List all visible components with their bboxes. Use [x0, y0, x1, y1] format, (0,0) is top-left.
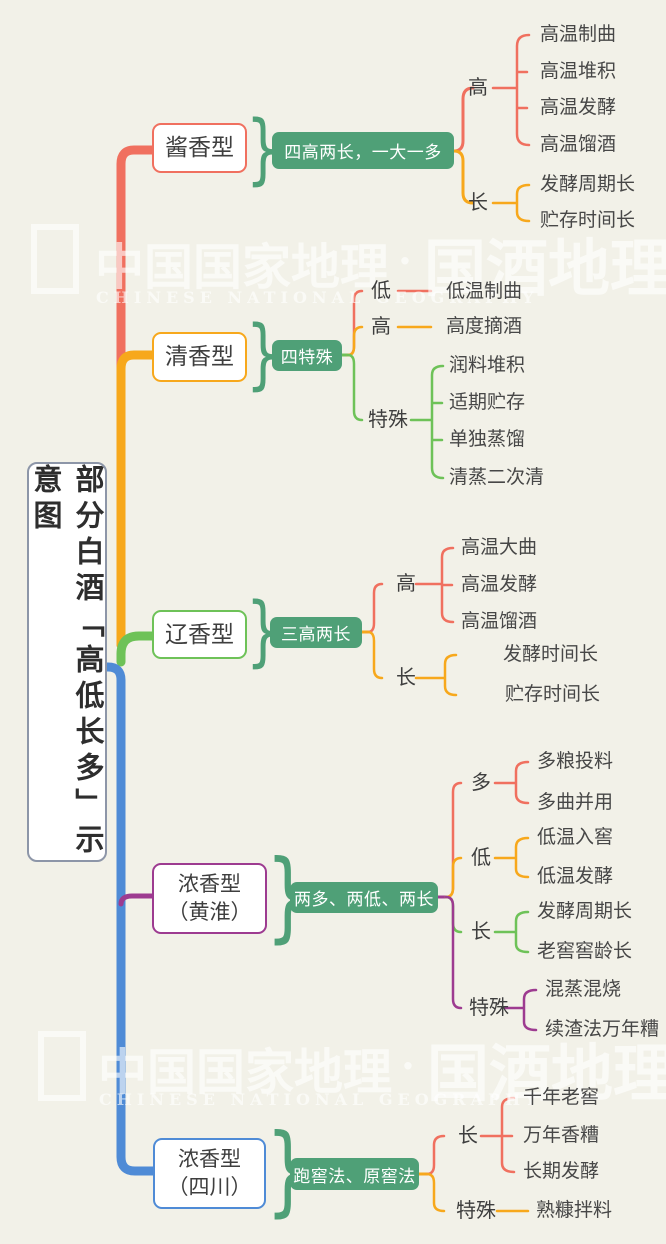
node-nongxiang-huanghuai[interactable]: 浓香型 （黄淮）: [152, 863, 267, 934]
leaf-node[interactable]: 高温发酵: [461, 574, 538, 595]
leaf-node[interactable]: 长期发酵: [523, 1161, 600, 1182]
leaf-node[interactable]: 高温堆积: [540, 61, 617, 82]
summary-liaoxiang[interactable]: 三高两长: [270, 617, 362, 648]
leaf-node[interactable]: 低温入窖: [537, 827, 614, 848]
group-label[interactable]: 多: [471, 772, 491, 794]
leaf-node[interactable]: 多粮投料: [537, 751, 614, 772]
leaf-node[interactable]: 贮存时间长: [505, 684, 601, 705]
node-label: 酱香型: [165, 134, 234, 161]
node-label: （黄淮）: [167, 900, 252, 924]
group-label[interactable]: 长: [396, 667, 416, 689]
leaf-node[interactable]: 低温发酵: [537, 866, 614, 887]
node-jiangxiang[interactable]: 酱香型: [152, 123, 247, 173]
group-label[interactable]: 特殊: [456, 1200, 496, 1222]
leaf-node[interactable]: 高度摘酒: [446, 316, 523, 337]
leaf-node[interactable]: 高温制曲: [540, 24, 617, 45]
leaf-node[interactable]: 发酵周期长: [537, 901, 633, 922]
group-label[interactable]: 特殊: [368, 409, 408, 431]
group-label[interactable]: 长: [468, 192, 488, 214]
leaf-node[interactable]: 润料堆积: [449, 355, 526, 376]
leaf-node[interactable]: 多曲并用: [537, 792, 614, 813]
leaf-node[interactable]: 高温发酵: [540, 97, 617, 118]
root-node[interactable]: 部分白酒「高低长多」示意图: [27, 462, 107, 862]
node-liaoxiang[interactable]: 辽香型: [152, 610, 247, 659]
summary-qingxiang[interactable]: 四特殊: [272, 340, 342, 371]
group-label[interactable]: 低: [371, 280, 391, 302]
leaf-node[interactable]: 发酵时间长: [503, 644, 599, 665]
leaf-node[interactable]: 高温馏酒: [540, 134, 617, 155]
leaf-node[interactable]: 清蒸二次清: [449, 467, 545, 488]
node-label: 辽香型: [165, 620, 234, 647]
leaf-node[interactable]: 混蒸混烧: [545, 979, 622, 1000]
group-label[interactable]: 低: [471, 847, 491, 869]
leaf-node[interactable]: 高温大曲: [461, 537, 538, 558]
group-label[interactable]: 特殊: [469, 997, 509, 1019]
leaf-node[interactable]: 发酵周期长: [540, 174, 636, 195]
group-label[interactable]: 高: [468, 77, 488, 99]
leaf-node[interactable]: 万年香糟: [523, 1125, 600, 1146]
group-label[interactable]: 高: [371, 316, 391, 338]
node-qingxiang[interactable]: 清香型: [152, 332, 247, 382]
leaf-node[interactable]: 高温馏酒: [461, 611, 538, 632]
node-nongxiang-sichuan[interactable]: 浓香型 （四川）: [153, 1138, 266, 1209]
root-title: 部分白酒「高低长多」示意图: [29, 464, 105, 860]
leaf-node[interactable]: 续渣法万年糟: [545, 1019, 660, 1040]
leaf-node[interactable]: 老窖窖龄长: [537, 941, 633, 962]
leaf-node[interactable]: 千年老窖: [523, 1087, 600, 1108]
leaf-node[interactable]: 单独蒸馏: [449, 429, 526, 450]
leaf-node[interactable]: 熟糠拌料: [536, 1200, 613, 1221]
leaf-node[interactable]: 适期贮存: [449, 392, 526, 413]
summary-nongxiang-huanghuai[interactable]: 两多、两低、两长: [290, 882, 438, 913]
summary-nongxiang-sichuan[interactable]: 跑窖法、原窖法: [290, 1158, 419, 1190]
group-label[interactable]: 高: [396, 573, 416, 595]
leaf-node[interactable]: 低温制曲: [446, 281, 523, 302]
node-label: 清香型: [165, 343, 234, 370]
group-label[interactable]: 长: [458, 1125, 478, 1147]
node-label: 浓香型: [178, 1148, 241, 1172]
group-label[interactable]: 长: [471, 921, 491, 943]
node-label: （四川）: [167, 1175, 252, 1199]
summary-jiangxiang[interactable]: 四高两长，一大一多: [272, 132, 454, 169]
node-label: 浓香型: [178, 873, 241, 897]
leaf-node[interactable]: 贮存时间长: [540, 210, 636, 231]
